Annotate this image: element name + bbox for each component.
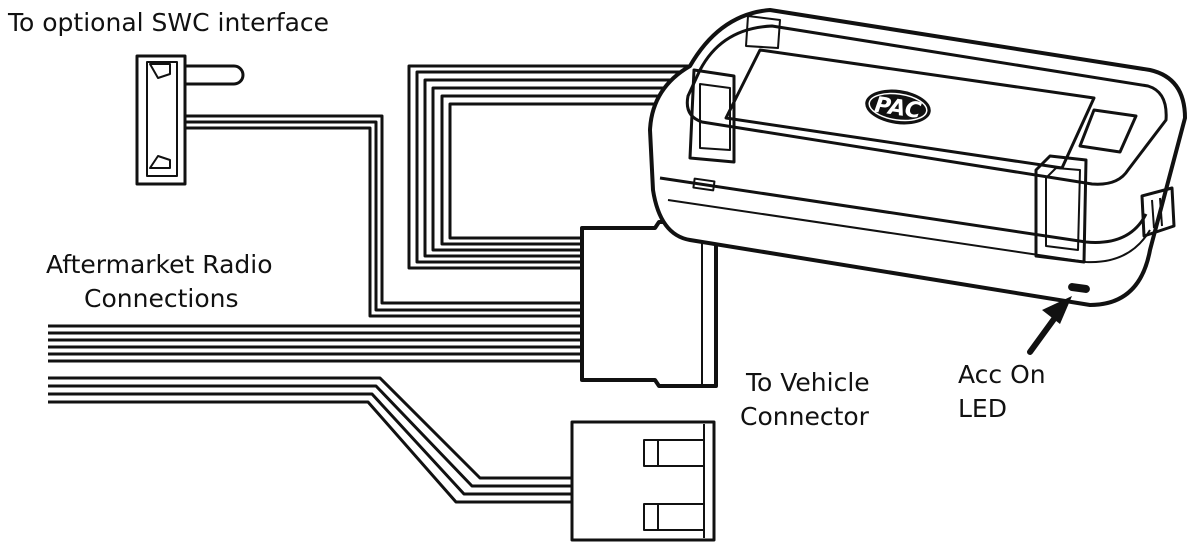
radio-harness-connector (580, 220, 718, 388)
label-vehicle-connector-line2: Connector (740, 402, 869, 431)
label-aftermarket-radio-line2: Connections (84, 284, 239, 313)
pac-module: PAC (648, 8, 1187, 307)
label-swc-interface: To optional SWC interface (8, 8, 330, 37)
vehicle-wires (48, 376, 575, 504)
label-acc-on-led: Acc On LED (952, 360, 1072, 423)
vehicle-connector (570, 420, 716, 542)
label-vehicle-connector: To Vehicle Connector (736, 368, 896, 431)
label-aftermarket-radio: Aftermarket Radio Connections (40, 250, 300, 313)
led-arrow (1027, 296, 1072, 355)
swc-connector (135, 54, 590, 318)
radio-harness-wires (48, 324, 590, 363)
label-aftermarket-radio-line1: Aftermarket Radio (46, 250, 273, 279)
label-vehicle-connector-line1: To Vehicle (746, 368, 870, 397)
label-acc-on-led-line2: LED (958, 394, 1007, 423)
module-wires (407, 64, 690, 270)
label-acc-on-led-line1: Acc On (958, 360, 1046, 389)
